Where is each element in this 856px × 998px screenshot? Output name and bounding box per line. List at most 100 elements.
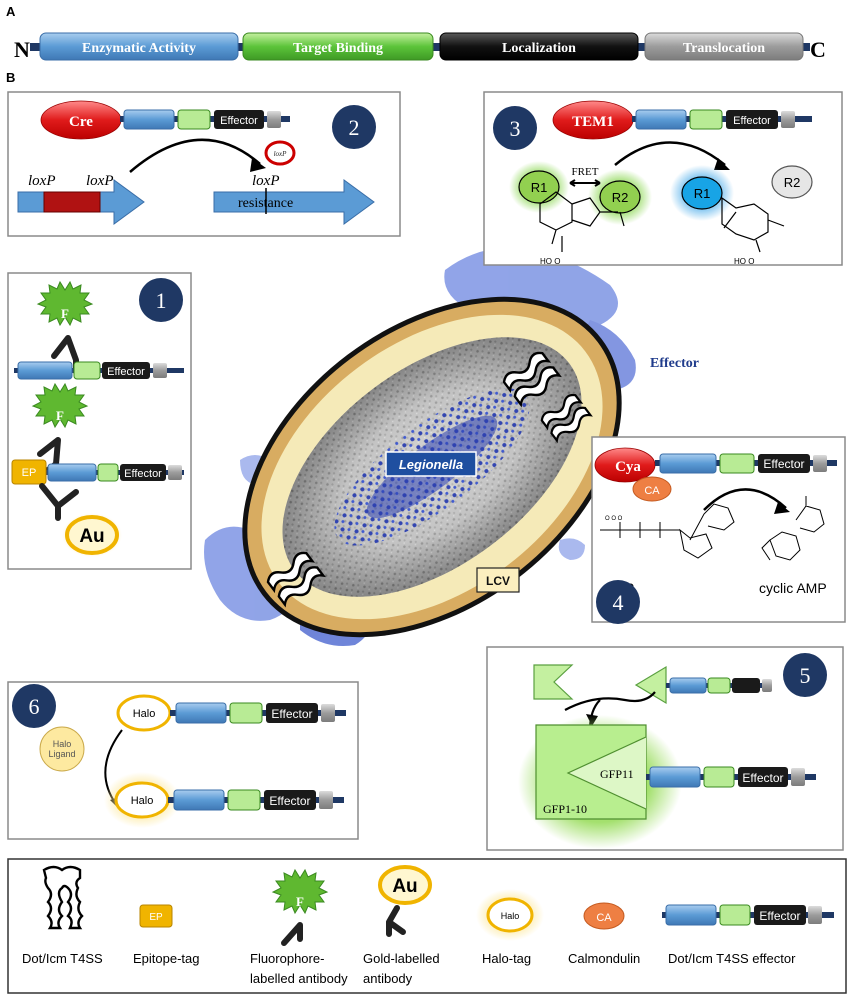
legend-label-effector: Dot/Icm T4SS effector [668, 951, 796, 966]
epitope-tag [11, 459, 47, 485]
box-6-halo: 6 Halo Effector Halo Ligand Halo Effecto… [7, 681, 359, 840]
c-terminus-label: C [810, 37, 826, 62]
domain-label-translocation: Translocation [683, 41, 765, 56]
left-cooh: HO O [540, 257, 560, 266]
legend-ca-text: CA [596, 912, 612, 924]
n-terminus-label: N [14, 37, 30, 62]
epitope-letter: EP [22, 467, 37, 479]
box2-number: 2 [349, 115, 360, 140]
legend-label-epitope: Epitope-tag [133, 951, 200, 966]
halo-ligand [39, 726, 85, 772]
box6-effector-tag-1: Effector [271, 707, 312, 721]
domain-label-enzymatic: Enzymatic Activity [82, 41, 196, 56]
box-1-antibody: 1 F Effector F EP Effector Au [7, 272, 192, 570]
loxp-right: loxP [252, 173, 280, 189]
legionella-label: Legionella [399, 457, 463, 472]
halo-label-2: Halo [131, 795, 154, 807]
lcv-label: LCV [486, 574, 510, 588]
legend-label-halo: Halo-tag [482, 951, 531, 966]
domain-binding [242, 32, 434, 61]
panel-b-label: B [6, 70, 15, 85]
center-effector-label: Effector [650, 356, 699, 371]
t4ss-channel-top [502, 351, 562, 408]
box5-number-badge [783, 653, 827, 697]
loxp-circle [264, 140, 296, 166]
fluorophore-top: F [36, 280, 94, 327]
box4-number-badge [596, 580, 640, 624]
legend-icon-t4ss [42, 865, 84, 930]
legend-icon-epitope [139, 904, 173, 928]
r1-left: R1 [531, 180, 548, 195]
gold-letter: Au [79, 526, 104, 547]
box2-number-badge [332, 105, 376, 149]
legionella-center: Legionella LCV Effector [204, 247, 699, 646]
legend-fluor-letter: F [296, 894, 304, 909]
legend-label-fluor-2: labelled antibody [250, 971, 348, 986]
box3-number-badge [493, 106, 537, 150]
resistance-label: resistance [238, 196, 293, 211]
fluor-letter-bottom: F [56, 408, 64, 423]
box6-number-badge [12, 684, 56, 728]
domain-bar: Enzymatic Activity Target Binding Locali… [30, 32, 810, 61]
box4-effector-tag: Effector [763, 457, 804, 471]
box4-number: 4 [613, 590, 624, 615]
tem1-label: TEM1 [572, 114, 614, 130]
legend-label-fluor-1: Fluorophore- [250, 951, 324, 966]
gfp1-10-label: GFP1-10 [543, 802, 587, 816]
legend-effector-text: Effector [759, 909, 800, 923]
domain-localization [439, 32, 639, 61]
domain-translocation [644, 32, 804, 61]
box1-effector-tag-2: Effector [124, 468, 162, 480]
t4ss-channel-bottom [266, 551, 326, 608]
legend-icon-gold [378, 865, 432, 905]
camp-label: cyclic AMP [759, 580, 827, 596]
fluor-letter-top: F [61, 306, 69, 321]
legend-gold-letter: Au [392, 876, 417, 897]
box3-number: 3 [510, 116, 521, 141]
box3-effector-tag: Effector [733, 115, 771, 127]
r2-left: R2 [612, 190, 629, 205]
box1-effector-tag-1: Effector [107, 366, 145, 378]
gfp1-10-fragment-free [533, 664, 574, 700]
fluorophore-bottom: F [31, 382, 89, 429]
r1-right: R1 [694, 186, 711, 201]
box1-number: 1 [156, 288, 167, 313]
cre-label: Cre [69, 114, 93, 130]
legend-label-ca: Calmondulin [568, 951, 640, 966]
legend-icon-halo [486, 897, 534, 933]
legend-halo-text: Halo [501, 911, 520, 921]
box1-number-badge [139, 278, 183, 322]
loxp-left-2: loxP [86, 173, 114, 189]
legend: Dot/Icm T4SS EP Epitope-tag F Fluorophor… [7, 858, 847, 994]
atp-detail: O O O [605, 516, 623, 522]
legend-label-t4ss: Dot/Icm T4SS [22, 951, 103, 966]
domain-label-localization: Localization [502, 41, 576, 56]
r2-right: R2 [784, 175, 801, 190]
box-5-gfp: 5 GFP11 GFP1-10 Effector [486, 646, 844, 851]
box-4-cya: Cya CA Effector O O O ATP cyclic AMP 4 [591, 436, 846, 624]
box5-effector-tag: Effector [742, 771, 783, 785]
halo-ligand-label-1: Halo [53, 739, 72, 749]
loxp-circle-label: loxP [274, 150, 288, 158]
box-3-tem1: 3 TEM1 Effector R1 R2 FRET HO O R1 R2 HO… [483, 91, 843, 266]
lcv-label-box [476, 567, 520, 593]
panel-a-label: A [6, 4, 16, 19]
fret-label: FRET [572, 166, 599, 178]
loxp-left-1: loxP [28, 173, 56, 189]
box2-effector-tag: Effector [220, 115, 258, 127]
right-cooh: HO O [734, 257, 754, 266]
domain-label-binding: Target Binding [293, 41, 383, 56]
box6-effector-tag-2: Effector [269, 794, 310, 808]
gold-particle [65, 515, 119, 555]
t4ss-channel-right [540, 393, 593, 444]
box5-number: 5 [800, 663, 811, 688]
halo-ligand-label-2: Ligand [48, 749, 75, 759]
box-2-cre: Cre Effector 2 loxP loxP loxP loxP resis… [7, 91, 401, 237]
halo-label-1: Halo [133, 708, 156, 720]
box6-number: 6 [29, 694, 40, 719]
domain-enzymatic [39, 32, 239, 61]
ca-tag [632, 476, 672, 502]
legend-icon-fluor-antibody: F [271, 868, 329, 946]
legend-icon-ca [583, 902, 625, 930]
